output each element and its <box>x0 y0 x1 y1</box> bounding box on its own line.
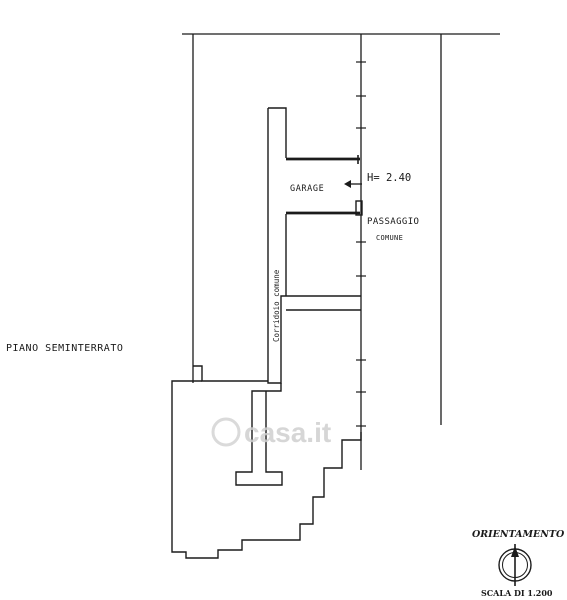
passage-label: PASSAGGIO <box>367 217 419 227</box>
outer-walls <box>182 33 500 470</box>
entrance-arrow-icon <box>344 180 362 188</box>
common-label: COMUNE <box>376 234 403 242</box>
garage-label: GARAGE <box>290 184 324 194</box>
orientation-label: ORIENTAMENTO <box>472 529 565 540</box>
corridor-walls <box>267 107 361 384</box>
level-label: PIANO SEMINTERRATO <box>6 343 123 354</box>
wall-ticks <box>356 61 366 427</box>
watermark-logo-icon <box>211 417 241 447</box>
north-compass-icon <box>498 544 532 586</box>
lower-room-walls <box>171 365 362 559</box>
watermark-text: casa.it <box>244 417 331 448</box>
watermark: casa.it <box>211 417 331 448</box>
scale-label: SCALA DI 1.200 <box>481 588 553 598</box>
height-label: H= 2.40 <box>367 172 411 184</box>
garage-walls <box>286 155 363 216</box>
corridor-label: Corridoio comune <box>272 269 281 342</box>
